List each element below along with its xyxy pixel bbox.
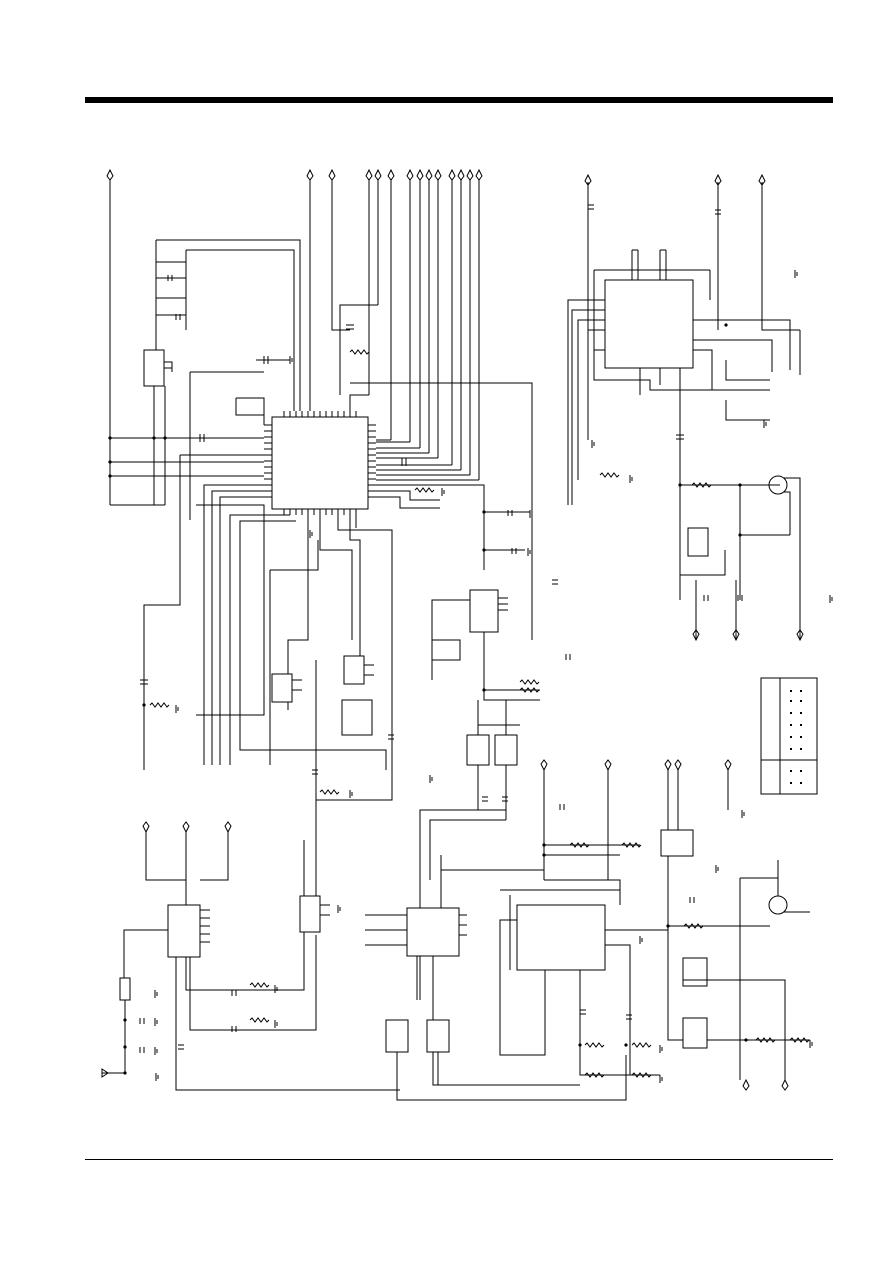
ground-symbols — [154, 270, 833, 1083]
main-left-network — [110, 239, 301, 770]
main-right-network — [350, 382, 540, 701]
top-connectors — [106, 168, 483, 505]
audio-left-section — [101, 770, 400, 1091]
capacitors — [139, 204, 743, 1053]
if-processor-ic — [365, 855, 627, 1101]
main-bottom-fanout — [196, 484, 393, 800]
main-processor-ic — [264, 411, 376, 515]
filter-pair — [419, 700, 520, 1000]
rf-transceiver-ic — [567, 173, 801, 505]
header-rule — [85, 97, 833, 103]
driver-section — [660, 759, 810, 1091]
junction-dots — [108, 323, 748, 1075]
footer-rule — [85, 1159, 833, 1160]
rf-lower — [679, 470, 804, 642]
codec-block-ic — [499, 759, 668, 1076]
resistors — [149, 349, 810, 1078]
pin-table — [760, 677, 818, 795]
